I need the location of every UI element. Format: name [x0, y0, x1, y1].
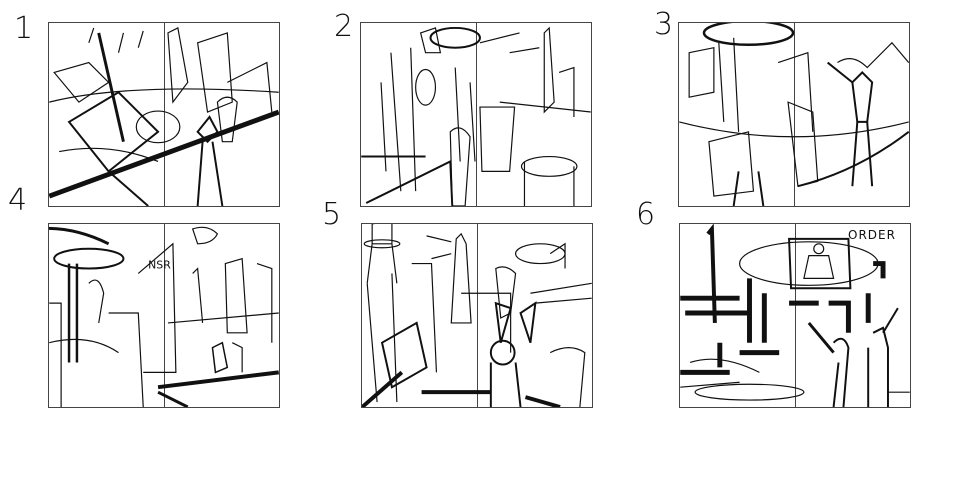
- panel-number-1: 1: [14, 11, 34, 46]
- panel-6: ORDER: [679, 223, 911, 408]
- sketch-drawing: [361, 26, 591, 206]
- panel-number-3: 3: [654, 7, 674, 42]
- panel-number-2: 2: [334, 9, 354, 44]
- panel-divider: [164, 23, 165, 206]
- panel-divider: [794, 23, 795, 206]
- panel-divider: [795, 224, 796, 407]
- panel-5: [361, 223, 593, 408]
- panel-1: [48, 22, 280, 207]
- sketch-drawing: [679, 23, 909, 206]
- panel-divider: [476, 23, 477, 206]
- panel-divider: [477, 224, 478, 407]
- panel-divider: [164, 224, 165, 407]
- nsr-sign-text: NSR: [148, 259, 171, 272]
- sketch-drawing: [362, 224, 592, 407]
- panel-number-6: 6: [636, 197, 656, 232]
- panel-3: [678, 22, 910, 207]
- order-sign-text: ORDER: [848, 228, 896, 242]
- sketch-drawing: NSR: [49, 226, 279, 407]
- panel-4: NSR: [48, 223, 280, 408]
- sketch-drawing: [680, 224, 910, 407]
- panel-2: [360, 22, 592, 207]
- sketch-drawing: [49, 27, 279, 206]
- panel-number-5: 5: [322, 197, 342, 232]
- panel-number-4: 4: [8, 183, 28, 218]
